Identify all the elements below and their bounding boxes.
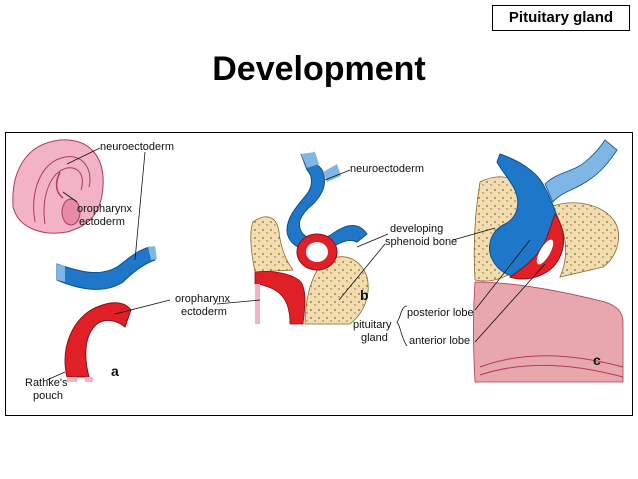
label-ectoderm-small: ectoderm (79, 216, 125, 228)
pituitary-gland-c (489, 139, 618, 280)
label-oropharynx-small: oropharynx (77, 203, 133, 215)
neuroectoderm-tube-b (286, 152, 368, 252)
label-oropharynx: oropharynx (175, 293, 231, 305)
label-ectoderm: ectoderm (181, 306, 227, 318)
label-posterior-lobe: posterior lobe (407, 307, 474, 319)
development-diagram: neuroectoderm oropharynx ectoderm Rathke… (5, 132, 633, 416)
embryo-sketch (12, 139, 104, 234)
brace (396, 305, 408, 347)
label-pituitary: pituitary (353, 319, 392, 331)
label-pouch: pouch (33, 390, 63, 402)
label-gland: gland (361, 332, 388, 344)
topic-tag: Pituitary gland (492, 5, 630, 31)
tissue-c (473, 281, 624, 383)
diagram-panel: neuroectoderm oropharynx ectoderm Rathke… (5, 132, 633, 416)
label-anterior-lobe: anterior lobe (409, 335, 470, 347)
label-neuroectoderm-a: neuroectoderm (100, 141, 174, 153)
letter-b: b (360, 287, 369, 303)
label-sphenoid-bone: sphenoid bone (385, 236, 457, 248)
label-neuroectoderm-b: neuroectoderm (350, 163, 424, 175)
label-rathkes: Rathke's (25, 377, 68, 389)
rathkes-pouch-a (64, 302, 132, 382)
letter-a: a (111, 363, 119, 379)
sphenoid-bone-b (250, 216, 369, 325)
letter-c: c (593, 352, 601, 368)
neuroectoderm-tube-a (56, 246, 157, 290)
rathkes-pouch-b (254, 233, 338, 325)
label-developing: developing (390, 223, 443, 235)
page-title: Development (212, 50, 426, 88)
